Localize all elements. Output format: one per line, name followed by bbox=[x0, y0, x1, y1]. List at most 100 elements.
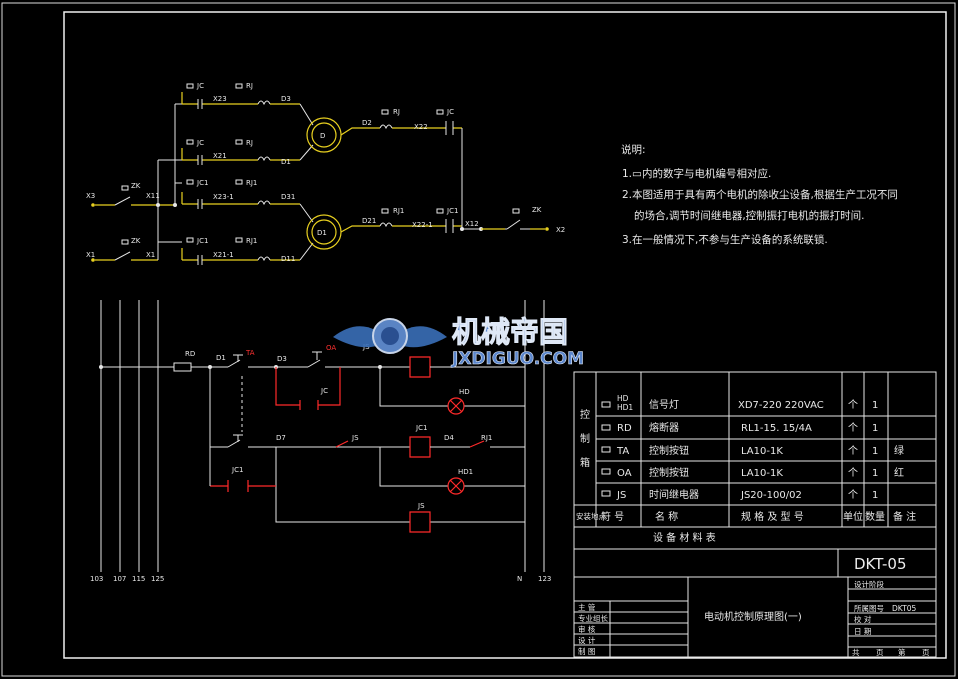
notes-heading: 说明: bbox=[621, 143, 646, 156]
notes-block: 说明: 1.▭内的数字与电机编号相对应. 2.本图适用于具有两个电机的除收尘设备… bbox=[621, 143, 898, 246]
svg-text:箱: 箱 bbox=[580, 456, 590, 469]
svg-text:X22-1: X22-1 bbox=[412, 221, 433, 229]
svg-text:主 管: 主 管 bbox=[578, 602, 596, 612]
svg-text:审 核: 审 核 bbox=[578, 624, 596, 634]
note-line-2b: 的场合,调节时间继电器,控制振打电机的振打时间. bbox=[634, 209, 865, 222]
svg-text:规 格 及 型 号: 规 格 及 型 号 bbox=[741, 510, 804, 523]
svg-text:RJ1: RJ1 bbox=[246, 237, 257, 245]
power-labels: JC RJ X23 D3 JC RJ X21 D1 JC1 RJ1 X23-1 … bbox=[86, 82, 565, 263]
svg-text:页: 页 bbox=[922, 648, 930, 657]
svg-text:日 期: 日 期 bbox=[854, 627, 871, 636]
svg-text:个: 个 bbox=[848, 467, 858, 479]
svg-text:D3: D3 bbox=[281, 95, 291, 103]
svg-text:1: 1 bbox=[872, 468, 878, 479]
svg-text:X21: X21 bbox=[213, 152, 227, 160]
svg-text:单位: 单位 bbox=[843, 510, 863, 523]
svg-text:JS: JS bbox=[616, 490, 626, 501]
svg-text:时间继电器: 时间继电器 bbox=[649, 488, 699, 501]
drawing-title: 电动机控制原理图(一) bbox=[704, 610, 802, 623]
svg-text:HD1: HD1 bbox=[458, 468, 473, 476]
svg-text:安装地点: 安装地点 bbox=[576, 511, 606, 521]
svg-text:JC: JC bbox=[446, 108, 454, 116]
svg-text:X22: X22 bbox=[414, 123, 428, 131]
svg-text:D7: D7 bbox=[276, 434, 286, 442]
title-block-text: DKT-05 电动机控制原理图(一) 设计阶段 所属图号 DKT05 校 对 日… bbox=[578, 555, 930, 657]
inner-frame bbox=[63, 11, 947, 659]
svg-text:RJ1: RJ1 bbox=[246, 179, 257, 187]
svg-text:共: 共 bbox=[852, 648, 860, 657]
svg-text:JC: JC bbox=[196, 82, 204, 90]
svg-text:X23: X23 bbox=[213, 95, 227, 103]
svg-text:制: 制 bbox=[580, 432, 590, 445]
svg-text:ZK: ZK bbox=[131, 182, 141, 190]
svg-text:ZK: ZK bbox=[532, 206, 542, 214]
svg-text:1: 1 bbox=[872, 400, 878, 411]
svg-text:个: 个 bbox=[848, 422, 858, 434]
svg-text:1: 1 bbox=[872, 490, 878, 501]
title-block bbox=[573, 548, 937, 658]
svg-text:ZK: ZK bbox=[131, 237, 141, 245]
svg-text:JC1: JC1 bbox=[196, 237, 208, 245]
svg-text:D: D bbox=[320, 132, 325, 140]
svg-text:X3: X3 bbox=[86, 192, 95, 200]
svg-text:RJ: RJ bbox=[393, 108, 400, 116]
svg-text:JC1: JC1 bbox=[196, 179, 208, 187]
svg-text:个: 个 bbox=[848, 489, 858, 501]
svg-text:JC1: JC1 bbox=[415, 424, 427, 432]
svg-text:LA10-1K: LA10-1K bbox=[741, 446, 783, 457]
svg-text:信号灯: 信号灯 bbox=[649, 399, 679, 411]
svg-text:125: 125 bbox=[151, 575, 164, 583]
svg-text:D4: D4 bbox=[444, 434, 454, 442]
svg-text:X1: X1 bbox=[146, 251, 155, 259]
svg-text:TA: TA bbox=[245, 349, 255, 357]
svg-text:RD: RD bbox=[185, 350, 195, 358]
svg-text:1: 1 bbox=[872, 446, 878, 457]
svg-text:RJ: RJ bbox=[246, 82, 253, 90]
control-circuit bbox=[99, 300, 545, 572]
svg-text:设 计: 设 计 bbox=[578, 635, 596, 645]
svg-text:LA10-1K: LA10-1K bbox=[741, 468, 783, 479]
svg-text:熔断器: 熔断器 bbox=[649, 421, 679, 434]
note-line-3: 3.在一般情况下,不参与生产设备的系统联锁. bbox=[622, 233, 828, 246]
svg-text:OA: OA bbox=[326, 344, 336, 352]
drawing-code: DKT-05 bbox=[854, 555, 907, 573]
svg-text:D2: D2 bbox=[362, 119, 372, 127]
svg-text:RJ1: RJ1 bbox=[481, 434, 492, 442]
svg-text:个: 个 bbox=[848, 445, 858, 457]
svg-text:所属图号: 所属图号 bbox=[854, 603, 884, 613]
svg-text:个: 个 bbox=[848, 399, 858, 411]
bom-table bbox=[573, 371, 937, 550]
svg-text:制 图: 制 图 bbox=[578, 646, 595, 656]
svg-text:设计阶段: 设计阶段 bbox=[854, 579, 884, 589]
svg-text:D21: D21 bbox=[362, 217, 376, 225]
svg-text:115: 115 bbox=[132, 575, 145, 583]
svg-text:HD: HD bbox=[459, 388, 470, 396]
svg-text:D1: D1 bbox=[281, 158, 291, 166]
svg-text:D3: D3 bbox=[277, 355, 287, 363]
svg-text:X21-1: X21-1 bbox=[213, 251, 234, 259]
svg-text:红: 红 bbox=[894, 466, 904, 479]
svg-text:HD1: HD1 bbox=[617, 403, 633, 412]
control-labels: RD D1 TA D3 OA JC JS HD D7 JS JC1 D4 RJ1… bbox=[90, 343, 551, 583]
svg-text:D11: D11 bbox=[281, 255, 295, 263]
svg-text:D31: D31 bbox=[281, 193, 295, 201]
svg-text:RL1-15. 15/4A: RL1-15. 15/4A bbox=[741, 423, 812, 434]
note-line-1: 1.▭内的数字与电机编号相对应. bbox=[622, 167, 771, 180]
svg-text:DKT05: DKT05 bbox=[892, 604, 916, 613]
svg-text:N: N bbox=[517, 575, 522, 583]
svg-text:数量: 数量 bbox=[865, 510, 885, 523]
svg-text:X23-1: X23-1 bbox=[213, 193, 234, 201]
svg-text:校 对: 校 对 bbox=[854, 614, 872, 624]
svg-text:OA: OA bbox=[617, 468, 632, 479]
svg-text:XD7-220 220VAC: XD7-220 220VAC bbox=[738, 400, 824, 411]
bom-caption: 设 备 材 料 表 bbox=[653, 531, 716, 544]
svg-text:JC1: JC1 bbox=[446, 207, 458, 215]
svg-text:JS: JS bbox=[351, 434, 359, 442]
svg-text:RD: RD bbox=[617, 423, 632, 434]
svg-text:JC: JC bbox=[196, 139, 204, 147]
svg-text:1: 1 bbox=[872, 423, 878, 434]
svg-text:123: 123 bbox=[538, 575, 551, 583]
svg-text:JS: JS bbox=[417, 502, 425, 510]
